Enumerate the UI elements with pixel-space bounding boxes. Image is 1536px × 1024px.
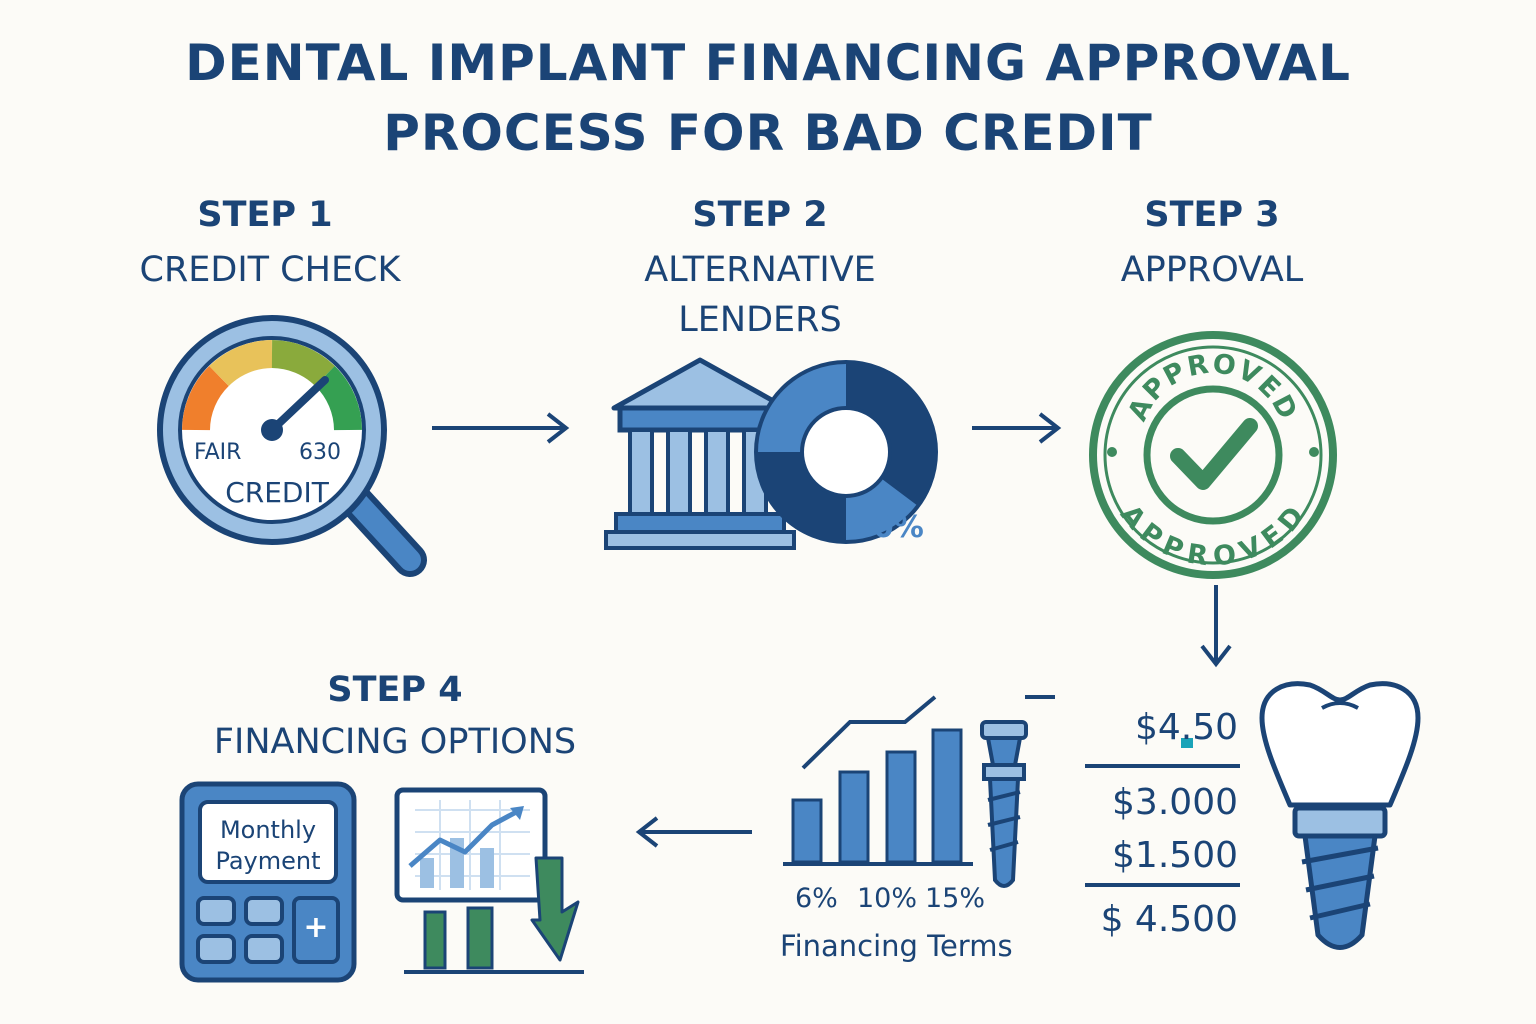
calculator-plus-key: + <box>303 910 329 945</box>
cost-line-2: $3.000 <box>1112 782 1238 823</box>
step-4-number: STEP 4 <box>327 670 463 710</box>
rate-label-2: 10% <box>857 883 918 914</box>
rate-label-1: 6% <box>795 883 838 914</box>
cost-marker <box>1181 738 1193 748</box>
arrow-left <box>635 816 752 848</box>
term-bar <box>791 798 823 864</box>
step-1-number: STEP 1 <box>197 195 333 235</box>
term-bar <box>885 750 917 864</box>
step-3-label: APPROVAL <box>1120 250 1304 290</box>
cost-top: $4.50 <box>1134 707 1238 748</box>
magnifier-credit-gauge-icon <box>157 315 427 577</box>
calculator-screen: Monthly Payment <box>200 815 336 877</box>
step-1-label: CREDIT CHECK <box>139 250 401 290</box>
bank-building-icon <box>604 357 796 550</box>
step-3-number: STEP 3 <box>1144 195 1280 235</box>
arrow-right-1 <box>432 412 570 444</box>
financing-terms-caption: Financing Terms <box>780 929 1013 963</box>
implant-screw-icon <box>980 695 1055 888</box>
gauge-right-label: 630 <box>299 440 341 465</box>
arrow-right-2 <box>972 412 1062 444</box>
step-4-label: FINANCING OPTIONS <box>213 722 577 762</box>
gauge-left-label: FAIR <box>194 440 242 465</box>
trend-line <box>801 695 937 770</box>
approved-stamp-icon: APPROVED APPROVED <box>1089 331 1337 579</box>
arrow-down <box>1200 585 1232 668</box>
title-line-2: PROCESS FOR BAD CREDIT <box>383 104 1153 162</box>
calculator-screen-line-1: Monthly <box>219 816 317 844</box>
cost-total: $ 4.500 <box>1100 899 1238 940</box>
financing-terms-bar-chart <box>783 695 973 866</box>
term-bar <box>931 728 963 864</box>
title-line-1: DENTAL IMPLANT FINANCING APPROVAL <box>185 34 1351 92</box>
donut-percent-label: 60% <box>852 510 924 545</box>
tooth-implant-icon <box>1259 681 1421 950</box>
gauge-bottom-label: CREDIT <box>225 476 329 509</box>
calculator-icon <box>179 781 357 983</box>
cost-line-3: $1.500 <box>1112 835 1238 876</box>
step-2-number: STEP 2 <box>692 195 828 235</box>
calculator-screen-line-2: Payment <box>215 847 321 876</box>
chart-board-icon <box>394 787 584 974</box>
rate-label-3: 15% <box>925 883 986 914</box>
step-2-label-line-1: ALTERNATIVE <box>644 250 876 290</box>
term-bar <box>838 770 870 864</box>
donut-chart-icon <box>754 360 938 544</box>
step-2-label-line-2: LENDERS <box>678 300 842 340</box>
